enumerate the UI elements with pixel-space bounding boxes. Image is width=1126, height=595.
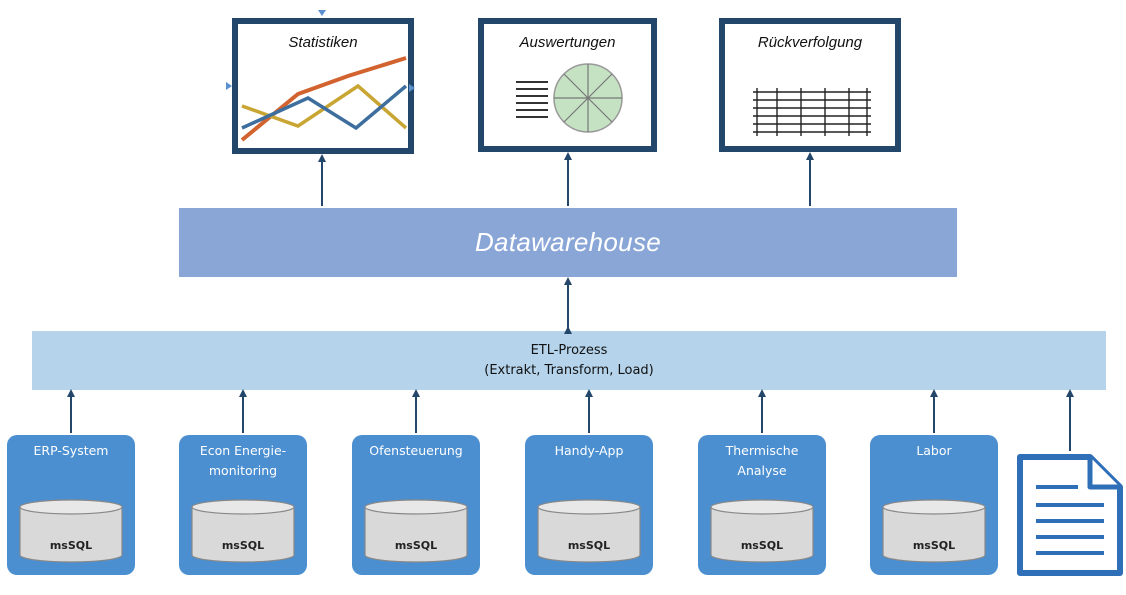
auswertungen-panel: Auswertungen: [478, 18, 657, 152]
document-icon: [1017, 454, 1123, 576]
database-icon: [710, 499, 814, 563]
etl-title: ETL-Prozess: [530, 343, 608, 358]
pie-icon: [553, 63, 623, 133]
etl-bar: ETL-Prozess (Extrakt, Transform, Load): [32, 331, 1106, 390]
source-erp-system: ERP-System msSQL: [7, 435, 135, 575]
source-label-line1: ERP-System: [33, 443, 109, 458]
database-label: msSQL: [567, 539, 611, 552]
source-labor: Labor msSQL: [870, 435, 998, 575]
text-lines-icon: [516, 81, 548, 118]
database-label: msSQL: [912, 539, 956, 552]
etl-subtitle: (Extrakt, Transform, Load): [484, 363, 654, 378]
line-blue: [241, 84, 408, 131]
source-label-line2: monitoring: [208, 463, 278, 478]
line-chart-icon: [240, 56, 408, 142]
database-icon: [537, 499, 641, 563]
datawarehouse-label: Datawarehouse: [474, 227, 661, 257]
database-icon: [882, 499, 986, 563]
database-icon: [19, 499, 123, 563]
database-label: msSQL: [394, 539, 438, 552]
handle-left: [226, 82, 232, 90]
database-label: msSQL: [740, 539, 784, 552]
source-label-line2: Analyse: [737, 463, 787, 478]
handle-right: [409, 84, 415, 92]
source-label-line1: Thermische: [725, 443, 799, 458]
rueckverfolgung-panel: Rückverfolgung: [719, 18, 901, 152]
source-ofensteuerung: Ofensteuerung msSQL: [352, 435, 480, 575]
database-icon: [364, 499, 468, 563]
source-econ-energiemonitoring: Econ Energie-monitoring msSQL: [179, 435, 307, 575]
table-icon: [753, 88, 871, 136]
source-label-line1: Econ Energie-: [199, 443, 287, 458]
source-label-line1: Handy-App: [554, 443, 624, 458]
datawarehouse-bar: Datawarehouse: [179, 208, 957, 277]
database-label: msSQL: [49, 539, 93, 552]
database-label: msSQL: [221, 539, 265, 552]
source-handy-app: Handy-App msSQL: [525, 435, 653, 575]
rueckverfolgung-title: Rückverfolgung: [757, 34, 863, 51]
source-label-line1: Labor: [916, 443, 952, 458]
database-icon: [191, 499, 295, 563]
handle-top: [318, 10, 326, 16]
statistiken-panel: Statistiken: [232, 18, 414, 154]
source-label-line1: Ofensteuerung: [369, 443, 463, 458]
pie-report-icon: [516, 63, 623, 133]
statistiken-title: Statistiken: [288, 34, 358, 51]
auswertungen-title: Auswertungen: [519, 34, 616, 51]
